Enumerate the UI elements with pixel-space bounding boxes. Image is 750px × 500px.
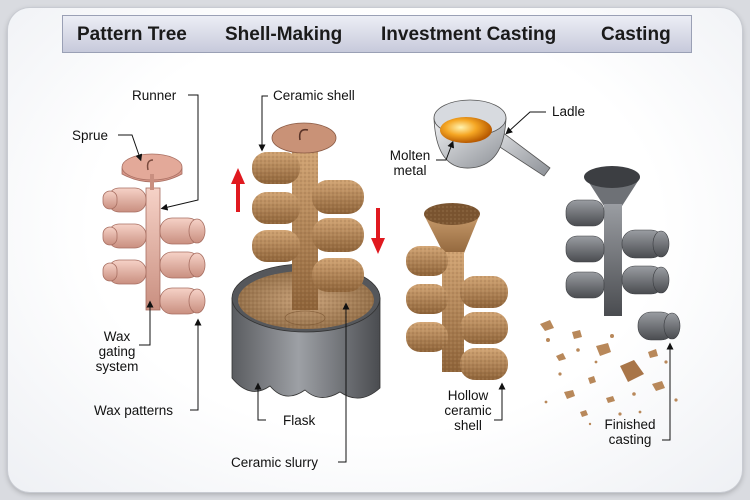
shell-making-leaders [254,95,350,463]
wax-patterns-right [159,217,206,315]
header-casting: Casting [601,24,671,45]
casting-leaders [662,342,674,441]
dip-arrows [231,168,385,254]
arrow-down-icon [371,238,385,254]
label-hollow-ceramic-shell: Hollow ceramic shell [444,388,492,433]
label-molten-metal: Molten metal [389,148,431,178]
label-ladle: Ladle [552,104,586,119]
header-shell-making: Shell-Making [225,24,343,45]
stage-header-bar: Pattern Tree Shell-Making Investment Cas… [62,15,692,53]
wax-patterns-left [102,187,147,285]
label-wax-patterns: Wax patterns [94,403,174,418]
header-pattern-tree: Pattern Tree [77,24,187,45]
label-finished-casting: Finished casting [604,417,656,447]
shell-debris [540,320,678,426]
header-investment-casting: Investment Casting [381,24,557,45]
label-wax-gating-system: Wax gating system [95,329,139,374]
hollow-ceramic-shell [406,203,508,380]
wax-runner-bar [145,187,161,311]
label-ceramic-shell: Ceramic shell [273,88,355,103]
arrow-up-icon [231,168,245,184]
ceramic-coated-tree [252,122,364,310]
pattern-tree-leaders [118,94,202,411]
finished-metal-tree [565,166,681,341]
ladle [433,99,551,177]
molten-metal-pool [440,117,492,143]
label-runner: Runner [132,88,177,103]
label-flask: Flask [283,413,316,428]
wax-pattern-tree [102,153,206,315]
label-ceramic-slurry: Ceramic slurry [231,455,319,470]
investment-leaders [436,111,546,421]
label-sprue: Sprue [72,128,109,143]
